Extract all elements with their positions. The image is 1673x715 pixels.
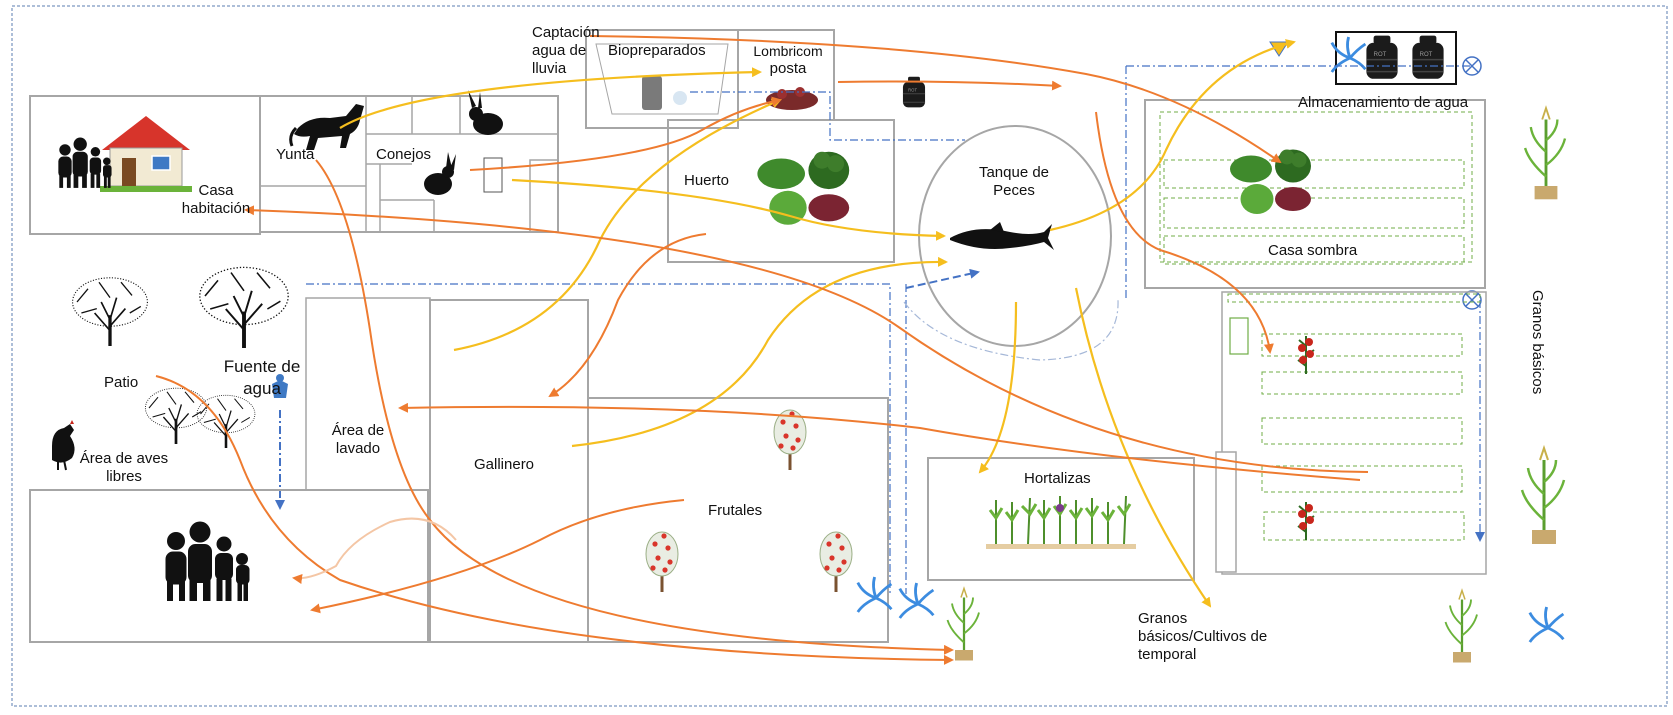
corn-plant-icon: [1520, 446, 1566, 546]
water-drop-icon: [1528, 605, 1565, 644]
fish-icon: [950, 224, 1054, 250]
hortalizas-box: [927, 457, 1195, 581]
aves-label: Área de aves libres: [79, 450, 169, 485]
huerto-box: [667, 119, 895, 263]
tanque-label: Tanque de Peces: [978, 164, 1050, 199]
fuente-label: Fuente de agua: [223, 357, 301, 398]
gallinero-label: Gallinero: [474, 456, 535, 473]
yunta-label: Yunta: [276, 146, 315, 163]
tree-icon: [195, 394, 257, 450]
tree-icon: [70, 276, 150, 348]
granos-temporal-label: Granos básicos/Cultivos de temporal: [1138, 610, 1268, 663]
granos-basicos-vertical-label: Granos básicos: [1529, 290, 1546, 395]
frutales-label: Frutales: [708, 502, 763, 519]
casa-sombra-box: [1144, 99, 1486, 289]
huerto-label: Huerto: [684, 172, 730, 189]
family-icon: [165, 521, 250, 601]
captacion-label: Captación agua de lluvia: [532, 24, 600, 77]
biopreparados-label: Biopreparados: [608, 42, 706, 59]
casa-sombra-label: Casa sombra: [1268, 242, 1358, 259]
corn-plant-icon: [1444, 589, 1479, 664]
outer-frame: [11, 5, 1668, 707]
patio-label: Patio: [104, 374, 139, 391]
corn-plant-icon: [946, 587, 981, 662]
rabbit-icon: [468, 90, 503, 135]
fruit-tree-icon: [772, 408, 808, 472]
tap-icon: [272, 374, 288, 398]
hen-icon: [52, 420, 75, 471]
area-lavado-label: Área de lavado: [331, 422, 385, 457]
water-drop-icon: [856, 575, 893, 614]
tree-icon: [197, 265, 291, 350]
family-icon: [58, 137, 112, 188]
corn-plant-icon: [1523, 106, 1567, 201]
rabbit-icon: [424, 152, 456, 195]
conejos-label: Conejos: [376, 146, 432, 163]
vegetables-icon: [986, 495, 1136, 549]
granos-field-box: [1221, 291, 1487, 575]
water-drop-icon: [898, 581, 935, 620]
fruit-tree-icon: [644, 530, 680, 594]
area-lavado-box: [305, 297, 431, 491]
fruit-tree-icon: [818, 530, 854, 594]
patio-family-box: [29, 489, 429, 643]
valve-icon: [1462, 290, 1482, 310]
hortalizas-label: Hortalizas: [1024, 470, 1091, 487]
house-icon: [100, 116, 192, 192]
casa-label: Casa habitación: [181, 182, 251, 217]
almacenamiento-label: Almacenamiento de agua: [1298, 94, 1469, 111]
horse-icon: [289, 104, 364, 150]
water-storage-box: [1335, 31, 1457, 85]
lombricompost-label: Lombricom posta: [753, 43, 823, 77]
